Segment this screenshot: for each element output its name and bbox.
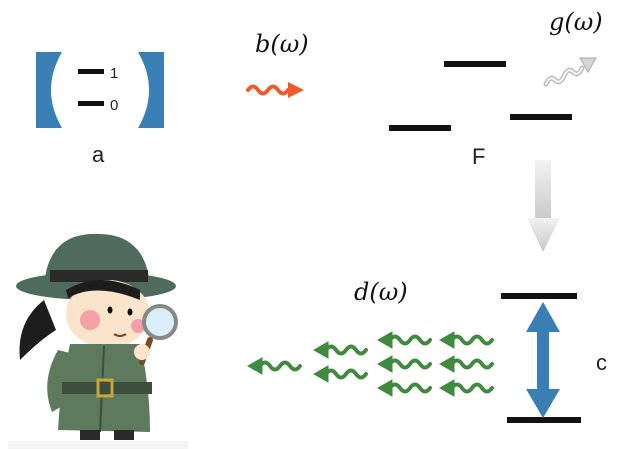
emission-wave-icon <box>246 357 302 375</box>
qubit-panel-label: a <box>92 142 105 167</box>
fluorescence-panel-label: F <box>472 144 485 169</box>
level-right <box>510 114 572 120</box>
fluorescence-panel: F g(ω) <box>389 8 603 169</box>
down-arrow-icon <box>527 160 560 252</box>
qubit-level-0 <box>78 101 104 106</box>
emission-wave-icon <box>312 341 368 359</box>
double-arrow-icon <box>526 302 560 418</box>
qubit-level-0-label: 0 <box>110 97 118 114</box>
cavity-panel-label: c <box>596 350 607 375</box>
emission-wave-icon <box>376 355 432 373</box>
emission-waves <box>246 331 494 397</box>
emission-wave-icon <box>438 379 494 397</box>
level-top <box>444 61 506 67</box>
emission-wave-icon <box>438 331 494 349</box>
qubit-level-1 <box>78 69 104 74</box>
input-wave-icon <box>246 82 304 98</box>
left-bracket <box>36 52 62 128</box>
cavity-level-bottom <box>507 417 581 423</box>
emission-wave-icon <box>438 355 494 373</box>
input-photon: b(ω) <box>246 30 309 98</box>
cavity-level-top <box>501 293 577 299</box>
emission-wave-icon <box>312 365 368 383</box>
emission-wave-icon <box>376 331 432 349</box>
qubit-level-1-label: 1 <box>110 65 118 82</box>
output-wave-icon <box>543 57 597 87</box>
output-photon-label: g(ω) <box>549 8 603 36</box>
input-photon-label: b(ω) <box>255 30 309 58</box>
emission-wave-icon <box>376 379 432 397</box>
emission-label: d(ω) <box>354 278 408 306</box>
detective-icon <box>8 233 188 449</box>
cavity-panel: c d(ω) <box>354 278 607 423</box>
qubit-panel: 1 0 a <box>36 52 164 167</box>
level-left <box>389 125 451 131</box>
right-bracket <box>138 52 164 128</box>
